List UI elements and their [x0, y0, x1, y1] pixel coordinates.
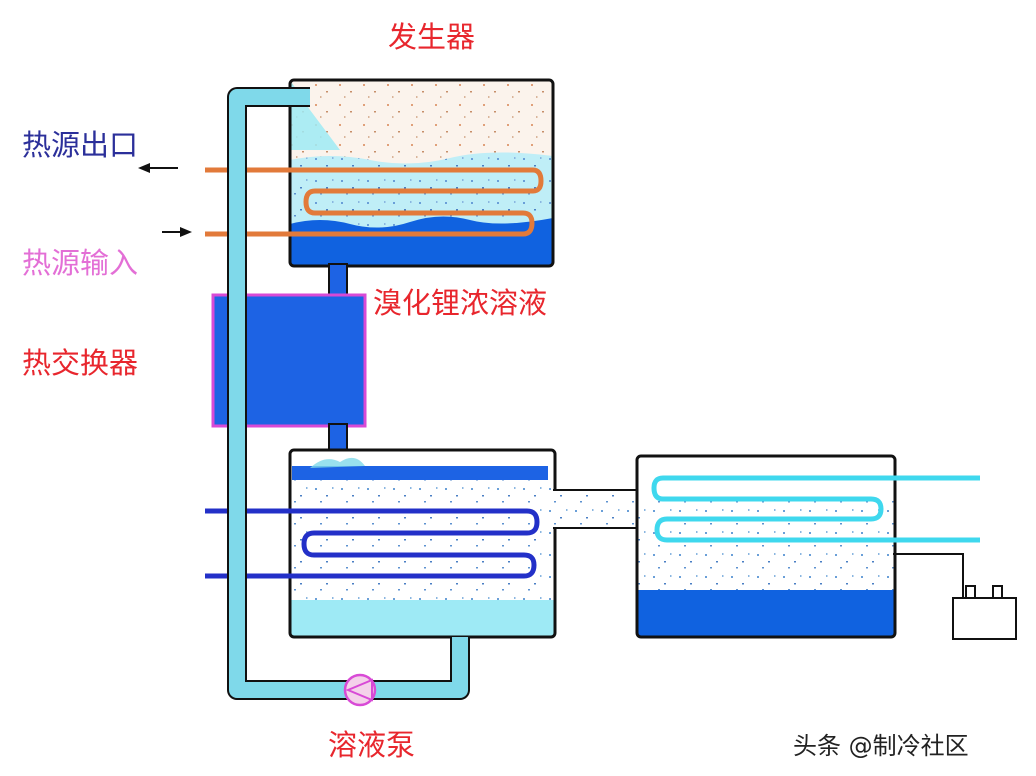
- generator-outlet-pipe: [328, 263, 348, 297]
- solution-return-pipe: [227, 87, 470, 700]
- heat-exchanger-label: 热交换器: [22, 346, 139, 380]
- absorber-tank: [288, 448, 557, 639]
- evaporator-coil: [651, 475, 980, 543]
- generator-label: 发生器: [388, 20, 476, 54]
- heat-in-label: 热源输入: [22, 246, 139, 280]
- libr-strong-solution-label: 溴化锂浓溶液: [373, 286, 548, 320]
- heat-out-label: 热源出口: [22, 128, 139, 162]
- vapor-channel: [553, 489, 639, 529]
- heat-out-arrow: [138, 163, 178, 173]
- heat-source-coil: [205, 167, 544, 237]
- solution-pump-label: 溶液泵: [328, 728, 416, 762]
- absorber-cooling-coil: [205, 508, 540, 579]
- generator-tank: [288, 78, 555, 268]
- watermark: 头条 @制冷社区: [793, 732, 969, 760]
- heat-in-arrow: [162, 227, 192, 237]
- external-pipe: [893, 553, 964, 598]
- solution-pump-icon: [343, 673, 377, 707]
- evaporator-tank: [635, 454, 897, 639]
- external-tank: [952, 585, 1017, 640]
